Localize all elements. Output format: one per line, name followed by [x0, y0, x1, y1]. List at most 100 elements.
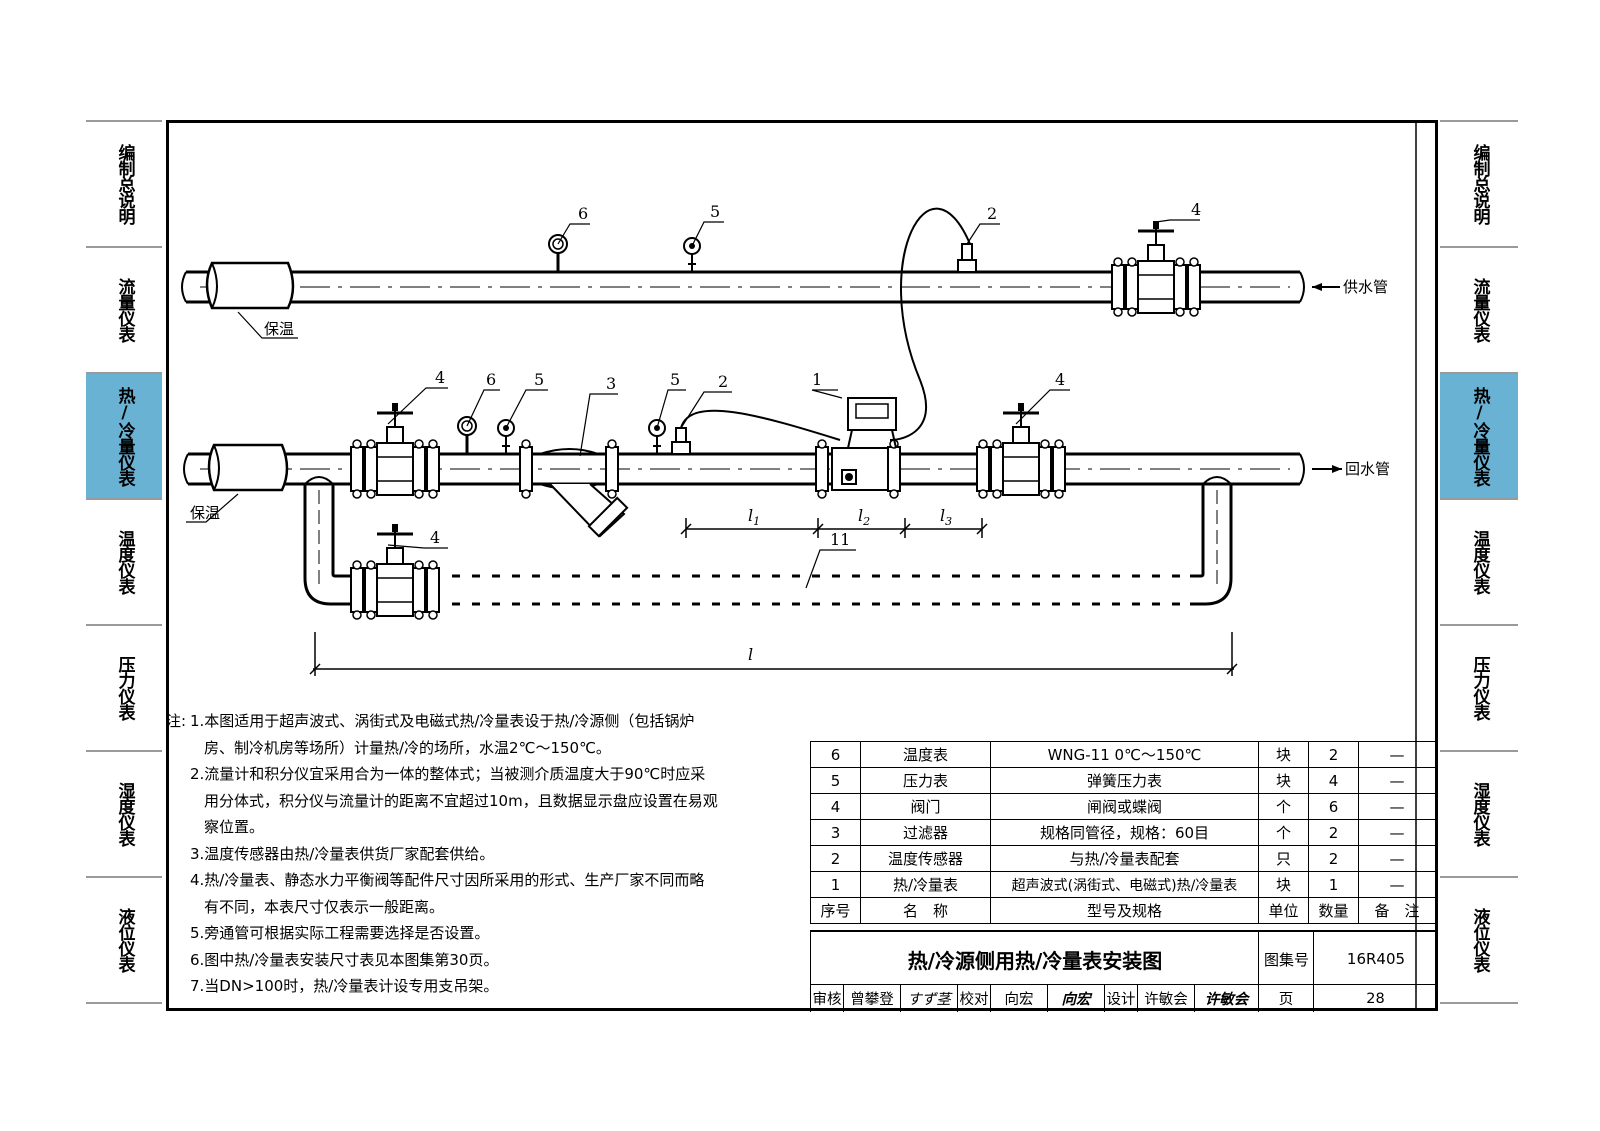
header-remark: 备 注 — [1358, 897, 1436, 924]
strainer-icon — [519, 439, 629, 538]
callout-3: 3 — [606, 374, 616, 393]
return-temperature-sensor-icon — [671, 427, 691, 455]
header-no: 序号 — [810, 897, 861, 924]
nav-tab-general[interactable]: 编制总说明 — [86, 120, 162, 248]
dimension-l1-l3 — [680, 518, 988, 538]
page-label: 页 — [1259, 985, 1314, 1012]
nav-tab-temperature-right[interactable]: 温度仪表 — [1440, 500, 1518, 626]
note-3: 3.温度传感器由热/冷量表供货厂家配套供给。 — [190, 844, 495, 863]
callout-leaders — [186, 219, 1200, 589]
row-no: 5 — [810, 767, 861, 794]
nav-tab-flow[interactable]: 流量仪表 — [86, 248, 162, 374]
nav-tab-heat-cold[interactable]: 热/冷量仪表 — [86, 374, 162, 500]
note-2: 2.流量计和积分仪宜采用合为一体的整体式；当被测介质温度大于90℃时应采用分体式… — [190, 765, 718, 836]
table-row: 4 阀门 闸阀或蝶阀 个 6 — — [810, 793, 1436, 820]
table-row: 6 温度表 WNG-11 0℃～150℃ 块 2 — — [810, 741, 1436, 768]
header-unit: 单位 — [1258, 897, 1309, 924]
supply-thermometer-icon — [547, 233, 569, 274]
table-row: 5 压力表 弹簧压力表 块 4 — — [810, 767, 1436, 794]
header-qty: 数量 — [1308, 897, 1359, 924]
page-number: 28 — [1366, 990, 1385, 1007]
row-no: 4 — [810, 793, 861, 820]
notes-head: 注: — [166, 712, 187, 730]
note-1: 1.本图适用于超声波式、涡街式及电磁式热/冷量表设于热/冷源侧（包括锅炉房、制冷… — [190, 712, 695, 757]
row-name: 压力表 — [860, 767, 991, 794]
return-gate-valve-right-icon — [977, 403, 1065, 498]
row-no: 6 — [810, 741, 861, 768]
checker-signature: 向宏 — [1048, 985, 1105, 1012]
note-7: 7.当DN>100时，热/冷量表计设专用支吊架。 — [190, 977, 499, 995]
check-label: 校对 — [958, 985, 991, 1012]
nav-tab-general-right[interactable]: 编制总说明 — [1440, 120, 1518, 248]
nav-tab-humidity-right[interactable]: 湿度仪表 — [1440, 752, 1518, 878]
row-no: 3 — [810, 819, 861, 846]
row-spec: 弹簧压力表 — [990, 767, 1259, 794]
nav-tab-heat-cold-right[interactable]: 热/冷量仪表 — [1440, 374, 1518, 500]
row-qty: 2 — [1308, 845, 1359, 872]
callout-4-return-right: 4 — [1055, 370, 1065, 389]
row-spec: 规格同管径，规格：60目 — [990, 819, 1259, 846]
row-unit: 个 — [1258, 793, 1309, 820]
dimension-label-l: l — [748, 645, 753, 664]
row-remark: — — [1358, 793, 1436, 820]
design-label: 设计 — [1105, 985, 1138, 1012]
drawing-sheet — [166, 120, 1438, 1011]
supply-gate-valve-icon — [1112, 221, 1200, 316]
row-spec: 闸阀或蝶阀 — [990, 793, 1259, 820]
note-4: 4.热/冷量表、静态水力平衡阀等配件尺寸因所采用的形式、生产厂家不同而略有不同，… — [190, 871, 705, 916]
row-remark: — — [1358, 845, 1436, 872]
row-qty: 6 — [1308, 793, 1359, 820]
nav-tab-level[interactable]: 液位仪表 — [86, 878, 162, 1004]
callout-11: 11 — [830, 530, 850, 549]
review-label: 审核 — [811, 985, 844, 1012]
title-block: 热/冷源侧用热/冷量表安装图 图集号 16R405 审核 曾攀登 すず茎 校对 … — [810, 930, 1438, 1012]
note-6: 6.图中热/冷量表安装尺寸表见本图集第30页。 — [190, 950, 499, 969]
return-pressure-gauge-icon — [497, 419, 515, 455]
row-unit: 块 — [1258, 871, 1309, 898]
row-spec: 与热/冷量表配套 — [990, 845, 1259, 872]
insulation-label-supply: 保温 — [264, 320, 294, 338]
header-spec: 型号及规格 — [990, 897, 1259, 924]
row-unit: 只 — [1258, 845, 1309, 872]
row-name: 热/冷量表 — [860, 871, 991, 898]
row-unit: 块 — [1258, 741, 1309, 768]
bypass-pipe — [303, 476, 1233, 606]
row-name: 阀门 — [860, 793, 991, 820]
nav-tab-pressure-right[interactable]: 压力仪表 — [1440, 626, 1518, 752]
row-spec: 超声波式(涡街式、电磁式)热/冷量表 — [990, 871, 1259, 898]
designer-name: 许敏会 — [1138, 985, 1195, 1012]
checker-name: 向宏 — [991, 985, 1048, 1012]
bypass-gate-valve-icon — [351, 524, 439, 619]
atlas-number: 16R405 — [1313, 930, 1438, 986]
callout-5-return-2: 5 — [670, 370, 680, 389]
nav-tab-level-right[interactable]: 液位仪表 — [1440, 878, 1518, 1004]
dimension-label-l3: l3 — [940, 506, 952, 528]
reviewer-name: 曾攀登 — [844, 985, 901, 1012]
row-spec: WNG-11 0℃～150℃ — [990, 741, 1259, 768]
atlas-label: 图集号 — [1258, 930, 1314, 986]
nav-tab-temperature[interactable]: 温度仪表 — [86, 500, 162, 626]
row-no: 1 — [810, 871, 861, 898]
callout-5-return: 5 — [534, 370, 544, 389]
drawing-title: 热/冷源侧用热/冷量表安装图 — [810, 930, 1259, 986]
callout-2-return: 2 — [718, 372, 728, 391]
callout-2-supply: 2 — [987, 204, 997, 223]
notes: 注: 1.本图适用于超声波式、涡街式及电磁式热/冷量表设于热/冷源侧（包括锅炉房… — [166, 708, 718, 1000]
nav-tab-pressure[interactable]: 压力仪表 — [86, 626, 162, 752]
note-5: 5.旁通管可根据实际工程需要选择是否设置。 — [190, 924, 490, 942]
row-no: 2 — [810, 845, 861, 872]
table-row: 1 热/冷量表 超声波式(涡街式、电磁式)热/冷量表 块 1 — — [810, 871, 1436, 898]
supply-temperature-sensor-icon — [957, 243, 977, 273]
return-pressure-gauge-2-icon — [648, 419, 666, 455]
table-row: 2 温度传感器 与热/冷量表配套 只 2 — — [810, 845, 1436, 872]
nav-tab-flow-right[interactable]: 流量仪表 — [1440, 248, 1518, 374]
heat-meter-icon — [815, 397, 901, 499]
dimension-label-l2: l2 — [858, 506, 870, 528]
callout-5-supply: 5 — [710, 202, 720, 221]
signature-row: 审核 曾攀登 すず茎 校对 向宏 向宏 设计 许敏会 许敏会 页 28 — [810, 984, 1438, 1012]
row-qty: 2 — [1308, 741, 1359, 768]
callout-6-return: 6 — [486, 370, 496, 389]
nav-tab-humidity[interactable]: 湿度仪表 — [86, 752, 162, 878]
return-flow-arrow-icon — [1312, 465, 1342, 473]
